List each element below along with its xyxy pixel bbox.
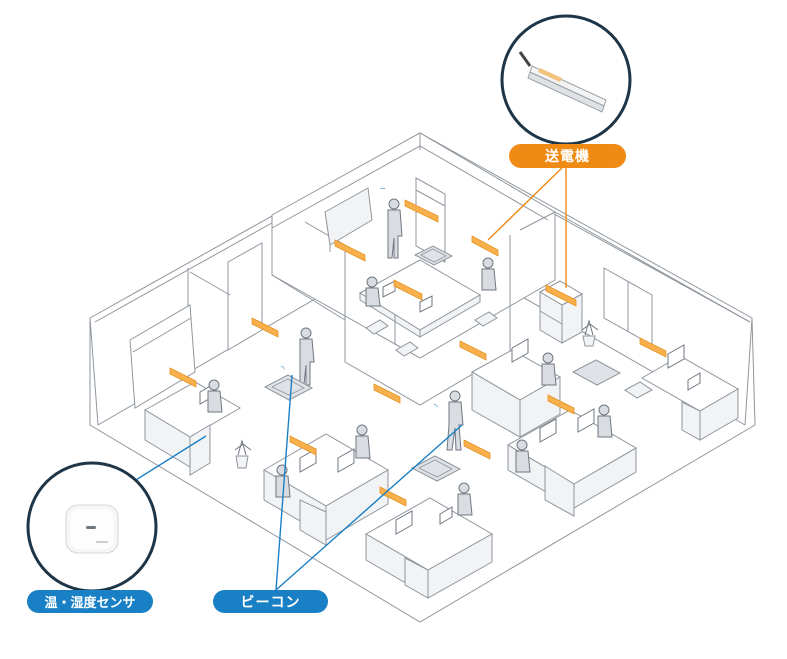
sensor-puck-icon xyxy=(65,504,119,554)
person-seated-rl1 xyxy=(597,404,613,438)
transmitter-device-icon xyxy=(518,51,607,113)
desk-cluster-front xyxy=(364,482,494,599)
transmitter-bar-icon xyxy=(169,367,197,388)
transmitter-bar-icon xyxy=(459,340,487,361)
transmitter-bar-icon xyxy=(289,435,317,456)
wifi-signal-icon: ◝ xyxy=(434,403,438,413)
person-standing-center: ◝ xyxy=(281,327,315,386)
desk-cluster-center-right xyxy=(470,338,622,438)
transmitter-bar-icon xyxy=(471,235,499,257)
person-standing-right: ◝ xyxy=(434,390,464,451)
person-seated-desk-left xyxy=(207,379,223,413)
beacon-label: ビーコン xyxy=(213,590,328,613)
person-seated-left xyxy=(365,276,381,307)
transmitter-bar-icon xyxy=(545,284,577,307)
person-seated-rl2 xyxy=(515,439,531,473)
person-seated-cr xyxy=(541,352,557,386)
transmitter-bar-icon xyxy=(373,383,401,404)
transmitter-bar-icon xyxy=(404,199,439,223)
transmitter-bar-icon xyxy=(639,337,667,358)
person-seated-front xyxy=(457,482,473,516)
callout-lines xyxy=(119,163,567,591)
transmitters xyxy=(169,199,667,507)
wifi-signal-icon: ◝ xyxy=(281,365,285,375)
transmitter-label: 送電機 xyxy=(509,144,626,168)
sensor-product-circle xyxy=(26,461,158,593)
plant-left xyxy=(234,439,252,469)
transmitter-bar-icon xyxy=(393,279,423,301)
desk-far-right xyxy=(624,344,740,441)
back-left-area xyxy=(129,304,252,476)
sensor-label: 温・湿度センサ xyxy=(27,590,153,613)
transmitter-bar-icon xyxy=(463,439,491,460)
person-seated-cl1 xyxy=(355,424,371,459)
transmitter-product-circle xyxy=(500,14,632,146)
person-presenter xyxy=(387,198,403,259)
transmitter-bar-icon xyxy=(251,317,279,338)
wifi-signal-icon: ⌔ xyxy=(379,186,387,195)
person-seated-right xyxy=(481,257,497,291)
transmitter-bar-icon xyxy=(547,394,575,415)
transmitter-bar-icon xyxy=(334,239,366,262)
plant-right xyxy=(581,319,599,347)
desk-cluster-right-lower xyxy=(507,404,637,517)
desk-cluster-center-left xyxy=(263,424,389,546)
